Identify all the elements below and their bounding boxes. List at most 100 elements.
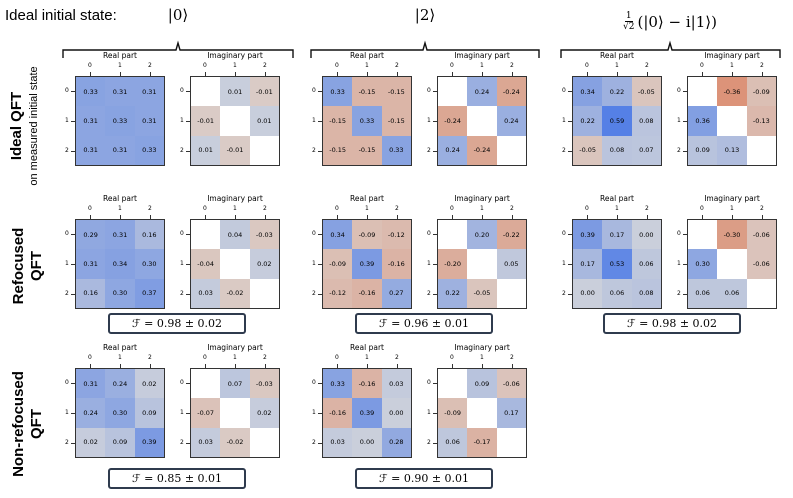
panel-r2-c1-imag-cell-1-1 (467, 398, 497, 428)
panel-r1-c2-imag-xtick-mark-2 (762, 215, 763, 219)
panel-r2-c0-imag-cell-0-0 (191, 369, 221, 399)
panel-r0-c1-real-ytick-mark-2 (318, 151, 322, 152)
row-sublabel-measured-state: on measured initial state (28, 66, 40, 186)
panel-r2-c1-real-cell-0-1: -0.16 (352, 369, 382, 399)
panel-r1-c2-imag-ytick-mark-0 (683, 234, 687, 235)
panel-r1-c0-imag-xtick-2: 2 (263, 205, 267, 212)
panel-r1-c2-real-cell-1-1: 0.53 (602, 249, 632, 279)
panel-r0-c1-real-ytick-1: 1 (312, 117, 316, 124)
panel-r2-c0-real-ytick-mark-1 (71, 413, 75, 414)
column-header-ket2: |2⟩ (414, 6, 436, 24)
panel-r2-c1-imag-ytick-mark-2 (433, 443, 437, 444)
panel-r1-c2-real-cell-1-2: 0.06 (631, 249, 661, 279)
panel-r1-c1-imag-ytick-0: 0 (427, 230, 431, 237)
panel-r0-c1-imag-cell-0-0 (438, 77, 468, 107)
panel-r0-c0-imag-xtick-0: 0 (203, 62, 207, 69)
panel-r1-c1-imag-ytick-mark-0 (433, 234, 437, 235)
panel-r0-c2-real-xtick-2: 2 (645, 62, 649, 69)
panel-r0-c1-real-cell-0-0: 0.33 (323, 77, 353, 107)
panel-r1-c1-real-xtick-mark-2 (397, 215, 398, 219)
panel-r2-c1-real-cell-2-2: 0.28 (381, 427, 411, 457)
panel-r1-c0-real-xtick-mark-2 (150, 215, 151, 219)
panel-r2-c0-real-cell-1-0: 0.24 (76, 398, 106, 428)
panel-r1-c0-real-cell-1-0: 0.31 (76, 249, 106, 279)
panel-r1-c1-real-cell-1-0: -0.09 (323, 249, 353, 279)
panel-r1-c1-real-title: Real part (350, 194, 384, 203)
panel-r0-c1-imag-ytick-2: 2 (427, 147, 431, 154)
panel-r0-c2-imag-xtick-1: 1 (730, 62, 734, 69)
panel-r0-c1-real-xtick-mark-2 (397, 72, 398, 76)
panel-r1-c2-imag-cell-1-0: 0.30 (688, 249, 718, 279)
panel-r1-c2-imag-cell-0-0 (688, 220, 718, 250)
panel-r1-c1-real-cell-2-1: -0.16 (352, 278, 382, 308)
panel-r0-c2-real-cell-0-0: 0.34 (573, 77, 603, 107)
panel-r1-c0-real-xtick-mark-1 (120, 215, 121, 219)
panel-r2-c0-imag-cell-2-2 (249, 427, 279, 457)
panel-r0-c0-real-title: Real part (103, 51, 137, 60)
fidelity-box-r1-c2: ℱ = 0.98 ± 0.02 (603, 313, 741, 334)
panel-r1-c1-real-xtick-2: 2 (395, 205, 399, 212)
panel-r0-c1-real-xtick-2: 2 (395, 62, 399, 69)
panel-r1-c0-imag-xtick-mark-1 (235, 215, 236, 219)
panel-r1-c0-imag-cell-2-1: -0.02 (220, 278, 250, 308)
panel-r2-c0-real-ytick-1: 1 (65, 409, 69, 416)
panel-r1-c2-real-xtick-0: 0 (585, 205, 589, 212)
panel-r0-c0-real-cell-2-2: 0.33 (134, 135, 164, 165)
panel-r2-c1-real-xtick-1: 1 (365, 354, 369, 361)
panel-r0-c2-imag-ytick-mark-1 (683, 121, 687, 122)
panel-r2-c1-real-ytick-mark-1 (318, 413, 322, 414)
panel-r1-c0-real-ytick-mark-0 (71, 234, 75, 235)
panel-r0-c0-real-cell-1-1: 0.33 (105, 106, 135, 136)
panel-r0-c2-real-ytick-0: 0 (562, 87, 566, 94)
panel-r0-c1-imag-xtick-mark-2 (512, 72, 513, 76)
panel-r1-c0-imag-xtick-1: 1 (233, 205, 237, 212)
panel-r0-c0-real-xtick-0: 0 (88, 62, 92, 69)
row-label-refocused-qft: Refocused QFT (10, 228, 46, 305)
panel-r1-c0-imag-cell-2-2 (249, 278, 279, 308)
panel-r1-c2-imag-cell-0-1: -0.30 (717, 220, 747, 250)
panel-r1-c0-real-xtick-mark-0 (90, 215, 91, 219)
panel-r0-c0-real-ytick-0: 0 (65, 87, 69, 94)
panel-r0-c0-real-cell-0-0: 0.33 (76, 77, 106, 107)
panel-r1-c2-imag-cell-2-0: 0.06 (688, 278, 718, 308)
panel-r1-c2-imag-cell-1-1 (717, 249, 747, 279)
panel-r2-c0-imag-cell-0-1: 0.07 (220, 369, 250, 399)
panel-r2-c0-imag-ytick-2: 2 (180, 439, 184, 446)
panel-r0-c0-imag-cell-1-2: 0.01 (249, 106, 279, 136)
row-label-ideal-qft: Ideal QFT (8, 92, 26, 160)
panel-r2-c0-imag-ytick-mark-1 (186, 413, 190, 414)
panel-r1-c2-real-title: Real part (600, 194, 634, 203)
panel-r0-c1-imag-xtick-0: 0 (450, 62, 454, 69)
panel-r1-c0-real-cell-2-0: 0.16 (76, 278, 106, 308)
panel-r1-c1-imag-cell-1-2: 0.05 (496, 249, 526, 279)
panel-r1-c1-real-xtick-1: 1 (365, 205, 369, 212)
panel-r0-c1-imag-cell-1-0: -0.24 (438, 106, 468, 136)
panel-r0-c1-real-xtick-mark-1 (367, 72, 368, 76)
panel-r0-c0-real-xtick-1: 1 (118, 62, 122, 69)
panel-r0-c1-imag-cell-2-0: 0.24 (438, 135, 468, 165)
panel-r2-c0-real-cell-0-1: 0.24 (105, 369, 135, 399)
panel-r1-c2-imag-ytick-1: 1 (677, 260, 681, 267)
fraction-numerator: 1 (624, 11, 633, 22)
panel-r0-c0-real-ytick-2: 2 (65, 147, 69, 154)
panel-r1-c1-imag-xtick-1: 1 (480, 205, 484, 212)
panel-r1-c1-real-ytick-mark-2 (318, 294, 322, 295)
panel-r2-c0-real-cell-2-2: 0.39 (134, 427, 164, 457)
fidelity-box-r2-c1: ℱ = 0.90 ± 0.01 (355, 468, 493, 489)
panel-r2-c0-imag-xtick-mark-0 (205, 364, 206, 368)
panel-r1-c1-imag-xtick-2: 2 (510, 205, 514, 212)
panel-r1-c2-imag-ytick-mark-1 (683, 264, 687, 265)
panel-r1-c1-real-cell-1-1: 0.39 (352, 249, 382, 279)
panel-r0-c1-real-cell-0-1: -0.15 (352, 77, 382, 107)
panel-r1-c1-imag-xtick-mark-1 (482, 215, 483, 219)
panel-r0-c0-real-xtick-mark-1 (120, 72, 121, 76)
panel-r2-c1-real-ytick-2: 2 (312, 439, 316, 446)
panel-r0-c1-real-xtick-mark-0 (337, 72, 338, 76)
panel-r2-c1-real-cell-2-0: 0.03 (323, 427, 353, 457)
panel-r1-c0-real-cell-1-1: 0.34 (105, 249, 135, 279)
